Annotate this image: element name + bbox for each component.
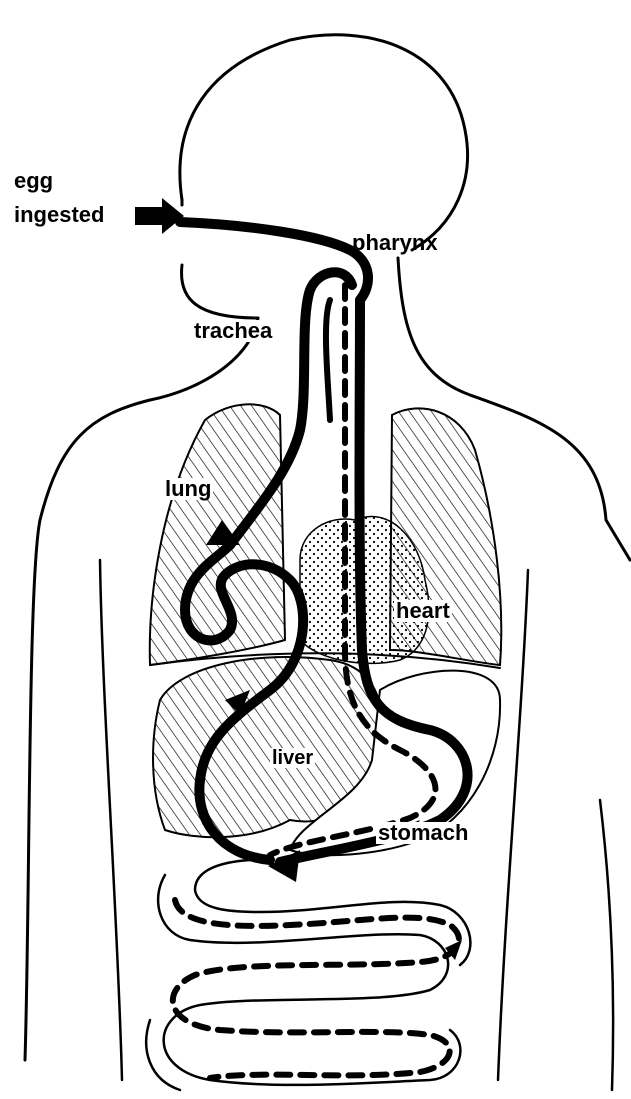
ingest-arrow <box>135 198 184 234</box>
label-stomach: stomach <box>376 822 470 844</box>
label-egg: egg <box>14 170 53 192</box>
label-heart: heart <box>394 600 452 622</box>
label-lung: lung <box>163 478 213 500</box>
label-ingested: ingested <box>14 204 104 226</box>
label-liver: liver <box>270 748 315 768</box>
label-trachea: trachea <box>192 320 274 342</box>
label-pharynx: pharynx <box>352 232 438 254</box>
